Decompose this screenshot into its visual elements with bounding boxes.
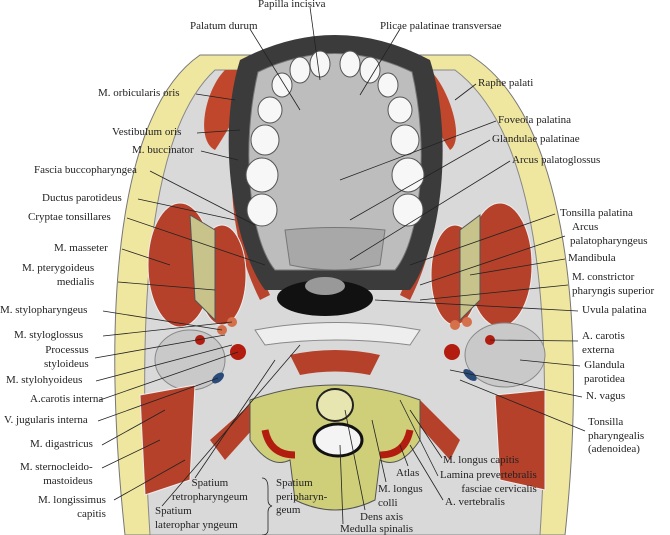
label-line: retropharyngeum (172, 490, 248, 503)
label-ductus-parotideus: Ductus parotideus (42, 192, 122, 204)
label-line: Processus (45, 344, 89, 356)
dens-axis (316, 388, 354, 422)
label-stylohyoideus: M. stylohyoideus (6, 374, 83, 386)
label-uvula-palatina: Uvula palatina (582, 304, 647, 316)
label-mandibula: Mandibula (568, 252, 616, 264)
teeth (245, 50, 425, 227)
label-n-vagus: N. vagus (586, 390, 626, 402)
label-line: Spatium (155, 505, 192, 517)
palatum-molle (284, 227, 386, 271)
label-line: M. longissimus (38, 494, 106, 506)
label-line: M. pterygoideus (22, 262, 95, 274)
label-line: colli (378, 496, 398, 509)
label-plicae-palatinae: Plicae palatinae transversae (380, 20, 502, 32)
label-line: Glandula (584, 359, 625, 371)
label-arcus-palatoglossus: Arcus palatoglossus (512, 154, 601, 166)
label-line: parotidea (584, 372, 625, 385)
label-line: Spatium (276, 477, 313, 489)
label-line: Spatium (191, 477, 229, 489)
label-line: laterophar yngeum (155, 518, 238, 531)
label-stylopharyngeus: M. stylopharyngeus (0, 304, 88, 316)
label-line: mastoideus (43, 474, 93, 487)
label-line: pharyngis superior (572, 284, 655, 297)
label-dens-axis: Dens axis (360, 511, 404, 523)
vertebral-artery-right (379, 429, 414, 459)
label-line: Tonsilla (588, 416, 624, 428)
label-cryptae-tonsillares: Cryptae tonsillares (28, 211, 111, 223)
sternocleidomastoid-left (139, 384, 196, 496)
label-line: Arcus (572, 221, 599, 233)
label-medulla-spinalis: Medulla spinalis (340, 523, 414, 535)
label-line: peripharyn- (276, 490, 328, 503)
label-longus-capitis: M. longus capitis (443, 454, 520, 466)
label-vestibulum-oris: Vestibulum oris (112, 126, 182, 138)
label-line: styloideus (44, 357, 89, 370)
label-buccinator: M. buccinator (132, 144, 194, 156)
label-a-vertebralis: A. vertebralis (445, 496, 505, 508)
label-line: fasciae cervicalis (461, 482, 537, 495)
label-line: (adenoidea) (588, 443, 640, 455)
label-line: externa (582, 343, 615, 356)
label-line: M. sternocleido- (20, 461, 93, 473)
label-orbicularis-oris: M. orbicularis oris (98, 87, 180, 99)
label-foveola-palatina: Foveola palatina (498, 114, 572, 126)
label-sternocleidomastoideus: M. sternocleido-mastoideus (20, 461, 93, 488)
label-line: medialis (56, 275, 95, 288)
label-raphe-palati: Raphe palati (478, 77, 534, 89)
label-line: capitis (77, 507, 106, 520)
prevertebral-muscles (290, 350, 380, 375)
label-line: A. carotis (582, 330, 625, 342)
label-tonsilla-palatina: Tonsilla palatina (560, 207, 633, 219)
vertebral-artery-left (261, 429, 296, 459)
label-masseter: M. masseter (54, 242, 108, 254)
label-line: M. constrictor (572, 271, 635, 283)
medulla-spinalis (312, 422, 364, 458)
label-palatum-durum: Palatum durum (190, 20, 258, 32)
pharynx-wall (254, 322, 421, 346)
label-fascia-buccopharyngea: Fascia buccopharyngea (34, 164, 137, 176)
label-line: pharyngealis (588, 429, 645, 442)
label-line: M. longus (378, 483, 423, 495)
label-atlas: Atlas (396, 467, 420, 479)
sternocleidomastoid-right (494, 389, 546, 491)
label-carotis-interna: A.carotis interna (30, 393, 104, 405)
label-styloglossus: M. styloglossus (14, 329, 84, 341)
label-glandulae-palatinae: Glandulae palatinae (492, 133, 580, 145)
label-jugularis-interna: V. jugularis interna (4, 414, 88, 426)
leader-lines (94, 6, 586, 535)
parotid-right (464, 322, 546, 388)
mandibula-right (459, 214, 481, 322)
uvula (305, 277, 345, 295)
label-line: Lamina prevertebralis (440, 469, 537, 481)
pharynx-lumen (277, 280, 373, 316)
label-papilla-incisiva: Papilla incisiva (258, 0, 326, 10)
label-line: palatopharyngeus (570, 234, 648, 247)
label-digastricus: M. digastricus (30, 438, 93, 450)
label-line: geum (276, 504, 301, 516)
